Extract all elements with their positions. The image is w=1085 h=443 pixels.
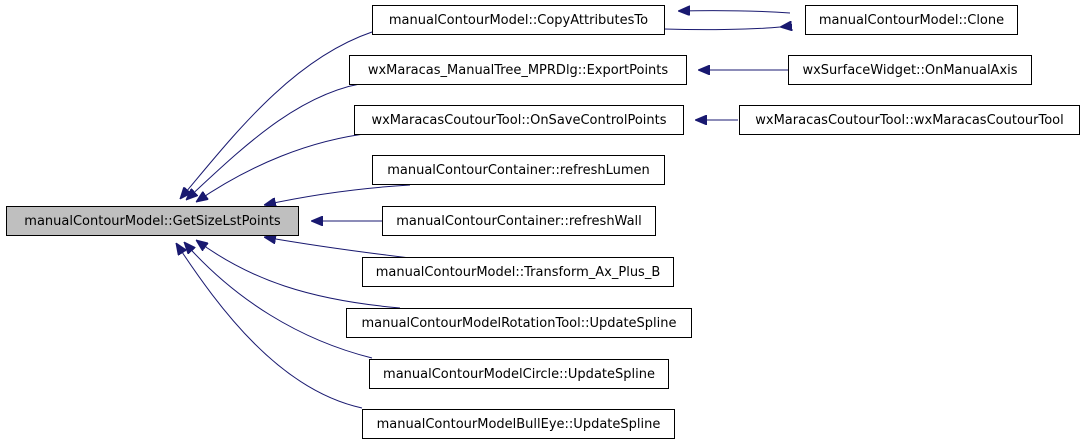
node-refresh-lumen-box	[372, 155, 665, 185]
node-root-label: manualContourModel::GetSizeLstPoints	[24, 214, 281, 229]
node-rotation-update-spline-box	[346, 308, 692, 338]
node-refresh-wall[interactable]: manualContourContainer::refreshWall	[382, 206, 656, 236]
node-on-manual-axis-box	[788, 55, 1032, 85]
edge-refreshlumen-to-root	[264, 184, 411, 205]
node-copy-attributes-to-box	[372, 5, 665, 35]
node-copy-attributes-to[interactable]: manualContourModel::CopyAttributesTo	[372, 5, 665, 35]
node-coutour-tool-ctor[interactable]: wxMaracasCoutourTool::wxMaracasCoutourTo…	[739, 105, 1080, 135]
node-clone[interactable]: manualContourModel::Clone	[805, 5, 1018, 35]
node-on-save-control-points-box	[354, 105, 684, 135]
node-refresh-wall-box	[382, 206, 656, 236]
edge-rotation-to-root	[196, 240, 401, 309]
node-rotation-update-spline-label: manualContourModelRotationTool::UpdateSp…	[361, 316, 676, 331]
node-refresh-lumen-label: manualContourContainer::refreshLumen	[387, 163, 650, 178]
node-root-box	[6, 206, 299, 236]
node-coutour-tool-ctor-label: wxMaracasCoutourTool::wxMaracasCoutourTo…	[755, 113, 1063, 128]
edge-onsavecontrolpoints-to-root	[196, 132, 373, 202]
node-export-points-box	[349, 55, 687, 85]
node-bulleye-update-spline-box	[362, 409, 675, 439]
node-bulleye-update-spline-label: manualContourModelBullEye::UpdateSpline	[377, 417, 661, 432]
node-circle-update-spline-box	[369, 359, 669, 389]
node-bulleye-update-spline[interactable]: manualContourModelBullEye::UpdateSpline	[362, 409, 675, 439]
edge-copyattributesto-to-root	[180, 31, 373, 199]
edge-transform-to-root	[264, 237, 411, 259]
node-transform-ax-plus-b-label: manualContourModel::Transform_Ax_Plus_B	[376, 265, 661, 280]
edge-exportpoints-to-root	[186, 81, 373, 200]
node-rotation-update-spline[interactable]: manualContourModelRotationTool::UpdateSp…	[346, 308, 692, 338]
node-on-save-control-points[interactable]: wxMaracasCoutourTool::OnSaveControlPoint…	[354, 105, 684, 135]
node-circle-update-spline[interactable]: manualContourModelCircle::UpdateSpline	[369, 359, 669, 389]
node-transform-ax-plus-b-box	[362, 257, 674, 287]
node-coutour-tool-ctor-box	[739, 105, 1080, 135]
node-circle-update-spline-label: manualContourModelCircle::UpdateSpline	[383, 367, 655, 382]
node-on-manual-axis[interactable]: wxSurfaceWidget::OnManualAxis	[788, 55, 1032, 85]
node-refresh-wall-label: manualContourContainer::refreshWall	[396, 214, 642, 229]
edge-bulleye-to-root	[176, 243, 363, 409]
node-refresh-lumen[interactable]: manualContourContainer::refreshLumen	[372, 155, 665, 185]
node-copy-attributes-to-label: manualContourModel::CopyAttributesTo	[389, 13, 648, 28]
node-clone-box	[805, 5, 1018, 35]
edge-circle-to-root	[184, 242, 373, 359]
node-on-manual-axis-label: wxSurfaceWidget::OnManualAxis	[802, 63, 1017, 78]
edge-copyattributesto-to-clone-lower	[663, 27, 780, 30]
node-root[interactable]: manualContourModel::GetSizeLstPoints	[6, 206, 299, 236]
node-on-save-control-points-label: wxMaracasCoutourTool::OnSaveControlPoint…	[371, 113, 666, 128]
edge-clone-to-copyattributesto-upper	[678, 11, 791, 13]
node-export-points-label: wxMaracas_ManualTree_MPRDlg::ExportPoint…	[368, 63, 669, 78]
node-transform-ax-plus-b[interactable]: manualContourModel::Transform_Ax_Plus_B	[362, 257, 674, 287]
edges	[176, 11, 791, 409]
node-export-points[interactable]: wxMaracas_ManualTree_MPRDlg::ExportPoint…	[349, 55, 687, 85]
node-clone-label: manualContourModel::Clone	[819, 13, 1004, 28]
